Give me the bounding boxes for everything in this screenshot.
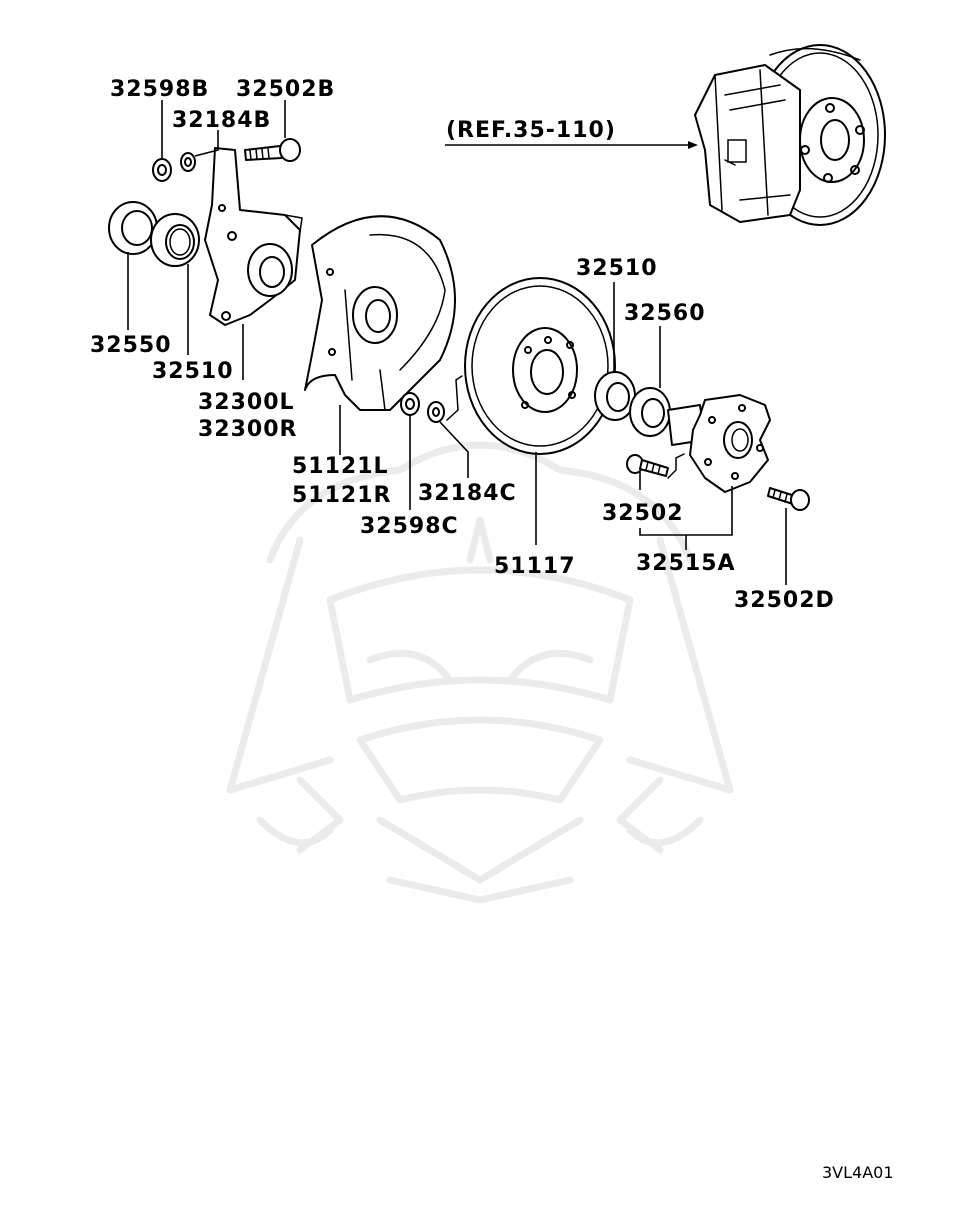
label-32510-left: 32510	[152, 359, 234, 384]
label-32510-right: 32510	[576, 256, 658, 281]
part-labels: 32598B 32502B 32184B 32550 32510 32300L …	[90, 77, 835, 613]
nut-32598c	[400, 392, 420, 416]
reference-label: (REF.35-110)	[446, 118, 616, 143]
label-32598b: 32598B	[110, 77, 209, 102]
bearing-32510-right	[594, 371, 636, 421]
bearing-32560	[629, 387, 671, 437]
nut-32598b	[152, 158, 172, 182]
bolt-32502	[626, 454, 669, 477]
dust-cover-51121	[304, 215, 456, 411]
bearing-32510-left	[150, 213, 200, 267]
label-51117: 51117	[494, 554, 576, 579]
bolt-32502b	[244, 138, 301, 162]
brake-caliper-assembly	[694, 44, 886, 226]
bolt-hint-line	[667, 453, 685, 479]
label-32502b: 32502B	[236, 77, 335, 102]
mount-hint-line	[446, 375, 463, 421]
label-32184c: 32184C	[418, 481, 517, 506]
label-32515a: 32515A	[636, 551, 736, 576]
bearing-seal-32550	[108, 201, 158, 255]
brake-disc-51117	[464, 277, 616, 455]
label-32502d: 32502D	[734, 588, 835, 613]
label-32300l: 32300L	[198, 390, 295, 415]
diagram-code: 3VL4A01	[822, 1163, 894, 1182]
leader-lines	[127, 100, 787, 585]
steering-knuckle-32300	[204, 147, 303, 326]
label-51121r: 51121R	[292, 483, 391, 508]
label-32502: 32502	[602, 501, 684, 526]
bolt-32502d	[767, 487, 810, 511]
label-32550: 32550	[90, 333, 172, 358]
label-32184b: 32184B	[172, 108, 271, 133]
wheel-hub-32515a	[667, 394, 771, 493]
label-51121l: 51121L	[292, 454, 389, 479]
washer-32184b	[180, 152, 196, 172]
watermark-logo	[226, 441, 734, 904]
label-32300r: 32300R	[198, 417, 297, 442]
label-32560: 32560	[624, 301, 706, 326]
washer-32184c	[427, 401, 445, 423]
label-32598c: 32598C	[360, 514, 459, 539]
reference-leader	[445, 141, 698, 149]
